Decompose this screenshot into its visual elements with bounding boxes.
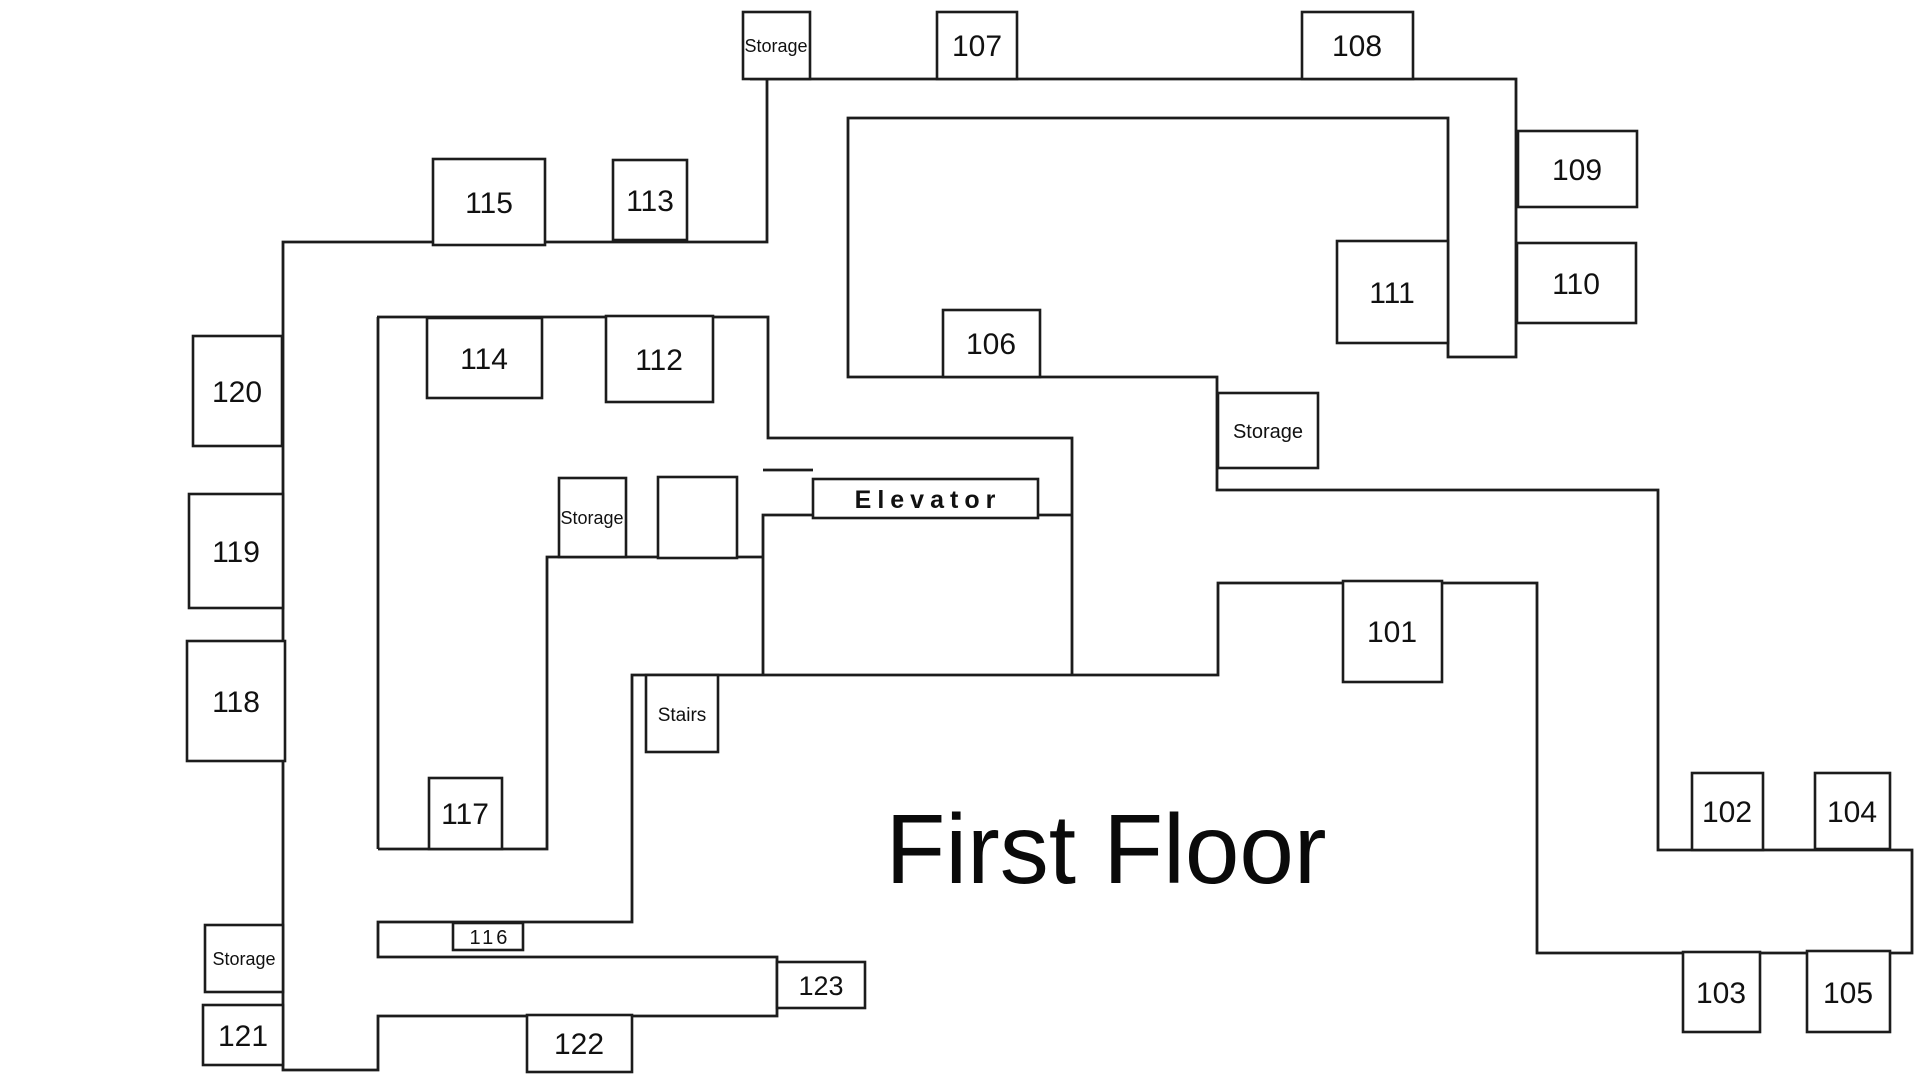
room-106-label: 106: [966, 328, 1016, 361]
room-108-label: 108: [1332, 30, 1382, 63]
room-121-box: [201, 1003, 285, 1067]
room-106-box: [941, 308, 1042, 379]
room-113-box: [611, 158, 689, 242]
room-123: 123: [775, 960, 867, 1010]
storage-mid-label: Storage: [1233, 421, 1303, 443]
room-103: 103: [1681, 950, 1762, 1034]
room-108-box: [1300, 10, 1415, 81]
room-116: 116: [451, 921, 525, 952]
room-103-label: 103: [1696, 977, 1746, 1010]
storage-mid: Storage: [1216, 391, 1320, 470]
room-101: 101: [1341, 579, 1444, 684]
room-102-label: 102: [1702, 796, 1752, 829]
room-108: 108: [1300, 10, 1415, 81]
room-105-box: [1805, 949, 1892, 1034]
elevator-box: [811, 477, 1040, 520]
room-119-label: 119: [212, 536, 260, 569]
room-118: 118: [185, 639, 287, 763]
room-110: 110: [1515, 241, 1638, 325]
room-112: 112: [604, 314, 715, 404]
floor-title: First Floor: [886, 794, 1327, 904]
storage-small: Storage: [557, 476, 628, 559]
room-111-box: [1335, 239, 1450, 345]
room-114-box: [425, 316, 544, 400]
room-117-box: [427, 776, 504, 851]
storage-left-box: [203, 923, 285, 994]
room-109: 109: [1516, 129, 1639, 209]
room-104-label: 104: [1827, 796, 1877, 829]
room-111: 111: [1335, 239, 1450, 345]
room-120-label: 120: [212, 376, 262, 409]
room-123-box: [775, 960, 867, 1010]
room-117-label: 117: [441, 798, 489, 831]
utility-box: [656, 475, 739, 560]
room-110-label: 110: [1552, 268, 1600, 301]
room-111-label: 111: [1369, 277, 1415, 310]
storage-left: Storage: [203, 923, 285, 994]
room-102: 102: [1690, 771, 1765, 852]
room-118-label: 118: [212, 686, 260, 719]
room-121-label: 121: [218, 1020, 268, 1053]
stairs-label: Stairs: [658, 705, 707, 726]
room-107: 107: [935, 10, 1019, 81]
room-105: 105: [1805, 949, 1892, 1034]
storage-left-label: Storage: [212, 949, 275, 969]
room-115: 115: [431, 157, 547, 247]
room-119: 119: [187, 492, 285, 610]
room-113: 113: [611, 158, 689, 242]
storage-top: Storage: [741, 10, 812, 81]
room-109-box: [1516, 129, 1639, 209]
room-116-label: 116: [470, 927, 511, 949]
room-106: 106: [941, 308, 1042, 379]
room-115-box: [431, 157, 547, 247]
room-107-box: [935, 10, 1019, 81]
room-110-box: [1515, 241, 1638, 325]
storage-top-box: [741, 10, 812, 81]
room-101-label: 101: [1367, 616, 1417, 649]
room-102-box: [1690, 771, 1765, 852]
room-123-label: 123: [798, 971, 843, 1001]
elevator-label: Elevator: [855, 486, 1002, 514]
room-115-label: 115: [465, 187, 513, 220]
room-118-box: [185, 639, 287, 763]
corridor-walls: [281, 77, 1914, 1072]
room-117: 117: [427, 776, 504, 851]
stairs-box: [644, 673, 720, 754]
room-105-label: 105: [1823, 977, 1873, 1010]
room-120: 120: [191, 334, 284, 448]
room-122: 122: [525, 1013, 634, 1074]
room-119-box: [187, 492, 285, 610]
room-104-box: [1813, 771, 1892, 851]
room-112-label: 112: [635, 344, 683, 377]
stairs: Stairs: [644, 673, 720, 754]
elevator: Elevator: [811, 477, 1040, 520]
room-121: 121: [201, 1003, 285, 1067]
room-103-box: [1681, 950, 1762, 1034]
storage-small-label: Storage: [560, 508, 623, 528]
storage-top-label: Storage: [744, 36, 807, 56]
room-107-label: 107: [952, 30, 1002, 63]
storage-small-box: [557, 476, 628, 559]
room-122-label: 122: [554, 1028, 604, 1061]
room-101-box: [1341, 579, 1444, 684]
room-112-box: [604, 314, 715, 404]
storage-mid-box: [1216, 391, 1320, 470]
room-104: 104: [1813, 771, 1892, 851]
room-114: 114: [425, 316, 544, 400]
room-116-box: [451, 921, 525, 952]
room-113-label: 113: [626, 185, 674, 218]
room-122-box: [525, 1013, 634, 1074]
room-109-label: 109: [1552, 154, 1602, 187]
room-120-box: [191, 334, 284, 448]
room-114-label: 114: [460, 343, 508, 376]
utility-box-rect: [656, 475, 739, 560]
